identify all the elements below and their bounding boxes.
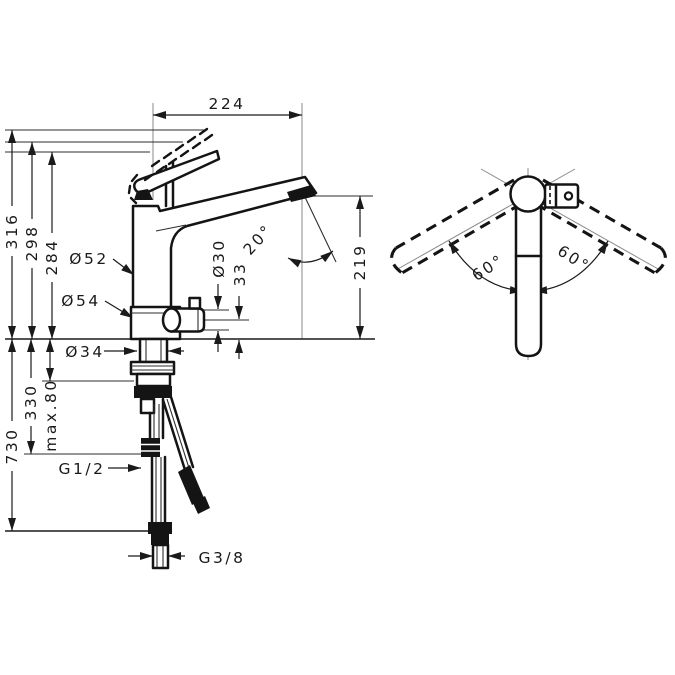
reference-lines <box>5 129 373 455</box>
dim-label-219: 219 <box>351 243 369 280</box>
angled-supply-hose <box>161 395 210 514</box>
under-counter-assembly <box>129 337 210 570</box>
g38-hose-tail <box>151 543 170 570</box>
dim-label-g38: G3/8 <box>199 549 246 567</box>
threaded-shank <box>138 337 169 364</box>
swivel-angle-arcs <box>448 240 609 295</box>
spout-tube-top-view <box>514 204 543 358</box>
aerator <box>287 185 316 202</box>
dim-label-60deg-right: 60° <box>554 242 593 276</box>
dim-label-max80: max.80 <box>42 378 60 451</box>
handle-hinge <box>134 189 153 200</box>
dim-label-d30: Ø30 <box>210 238 228 277</box>
dim-label-730: 730 <box>3 427 21 464</box>
dim-label-316: 316 <box>3 212 21 249</box>
dim-label-20deg: 20° <box>240 221 277 259</box>
handle-top-view <box>543 183 580 209</box>
valve-knob <box>188 296 202 310</box>
dim-label-330: 330 <box>22 383 40 420</box>
dim-label-33: 33 <box>231 262 249 287</box>
top-view-faucet <box>509 175 580 358</box>
handle-travel-dashes <box>127 127 214 205</box>
handle-screw-hole <box>563 191 574 201</box>
body-circle-top-view <box>509 175 547 213</box>
front-view: 224 316 298 284 Ø52 Ø54 Ø34 Ø30 33 20° 2… <box>3 95 375 570</box>
hose-union-nut <box>148 522 172 534</box>
top-view: 60° 60° <box>390 168 667 360</box>
dim-label-d52: Ø52 <box>69 250 108 268</box>
faucet-front-outline <box>127 127 318 341</box>
faucet-body-and-spout <box>131 175 318 310</box>
mounting-flange <box>129 360 176 376</box>
dim-label-60deg-left: 60° <box>469 251 508 285</box>
shutoff-valve-port <box>161 296 206 333</box>
hose-elbow <box>139 397 156 415</box>
dim-label-284: 284 <box>43 238 61 275</box>
dim-label-298: 298 <box>23 224 41 261</box>
dim-label-224: 224 <box>208 95 245 113</box>
dim-label-d34: Ø34 <box>65 343 104 361</box>
dim-label-d54: Ø54 <box>61 292 100 310</box>
front-view-labels: 224 316 298 284 Ø52 Ø54 Ø34 Ø30 33 20° 2… <box>3 95 369 567</box>
dim-label-g12: G1/2 <box>59 460 106 478</box>
dimension-lines <box>8 111 364 560</box>
mounting-nut <box>134 386 172 398</box>
lever-handle <box>133 149 221 195</box>
g12-fitting <box>141 438 160 457</box>
